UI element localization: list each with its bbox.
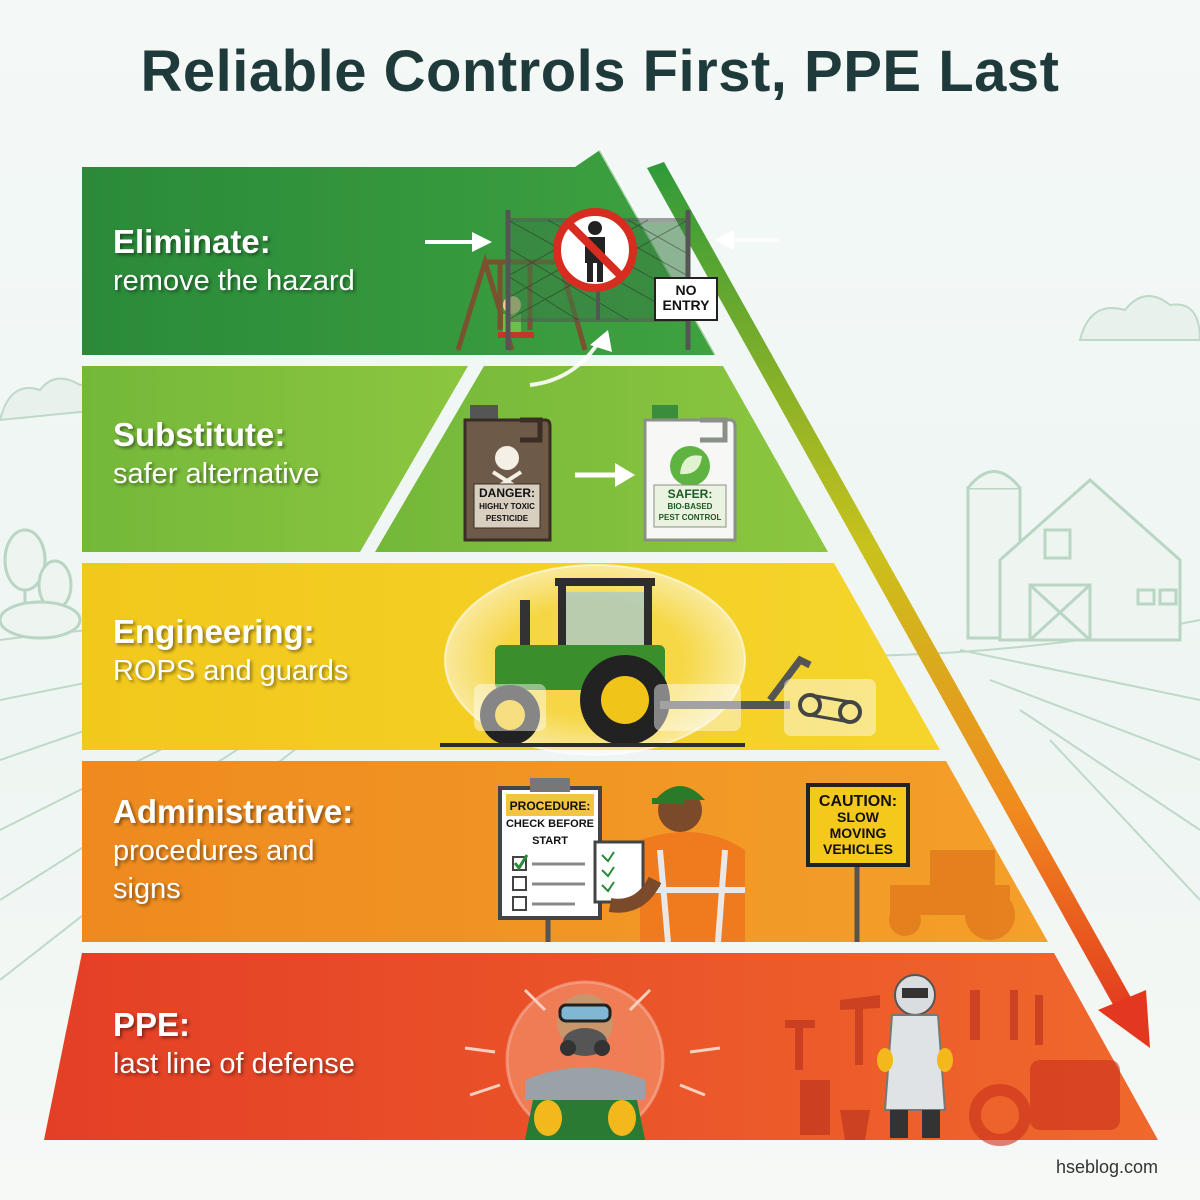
worker-icon	[593, 786, 745, 943]
sign-text-line: CHECK BEFORE	[506, 818, 594, 830]
no-entry-person-icon	[553, 208, 637, 292]
priority-arrow	[647, 162, 1150, 1048]
tier-description: ROPS and guards	[113, 655, 349, 687]
arrow-left-icon	[714, 230, 734, 250]
arrow-right-icon	[615, 463, 635, 487]
sign-text-line: PROCEDURE:	[510, 799, 591, 813]
safer-jug-icon: SAFER:BIO-BASED PEST CONTROL	[643, 405, 737, 542]
ppe-illustration	[464, 974, 1120, 1146]
clipboard-icon: PROCEDURE: CHECK BEFORE START	[498, 778, 602, 942]
sign-text-line: SLOW	[837, 809, 880, 825]
tier-description: safer alternative	[113, 458, 320, 490]
sign-text-line: VEHICLES	[823, 841, 893, 857]
farm-background	[0, 295, 1200, 981]
tier-ppe-label: PPE: last line of defense	[113, 1005, 355, 1083]
tier-heading: Substitute:	[113, 416, 286, 453]
tier-administrative-label: Administrative: procedures and signs	[113, 792, 353, 908]
tier-description: remove the hazard	[113, 265, 355, 297]
page-title: Reliable Controls First, PPE Last	[140, 39, 1060, 104]
hazmat-suit-icon	[877, 974, 953, 1138]
tier-engineering-label: Engineering: ROPS and guards	[113, 612, 348, 690]
sign-text-line: PESTICIDE	[486, 514, 529, 523]
tier-heading: Engineering:	[113, 613, 315, 650]
sign-text-line: DANGER:	[479, 486, 535, 500]
sign-text-line: MOVING	[830, 825, 887, 841]
leaf-icon	[680, 455, 702, 475]
tier-description: procedures and	[113, 835, 315, 867]
tier-eliminate-label: Eliminate: remove the hazard	[113, 222, 355, 300]
sign-text-line: SAFER:	[668, 487, 713, 501]
tier-heading: PPE:	[113, 1006, 191, 1043]
sign-text-line: NO	[676, 282, 697, 298]
sign-text-line: CAUTION:	[819, 793, 897, 810]
substitute-illustration: DANGER: HIGHLY TOXIC PESTICIDE SAFER:BIO-B…	[463, 405, 737, 542]
tree-icons	[0, 528, 82, 640]
sign-text-line: PEST CONTROL	[659, 513, 722, 522]
barn-icon	[966, 470, 1182, 642]
toxic-jug-icon: DANGER: HIGHLY TOXIC PESTICIDE	[463, 405, 552, 542]
sign-text-line: ENTRY	[663, 297, 711, 313]
tier-description: signs	[113, 873, 181, 905]
tier-heading: Eliminate:	[113, 223, 271, 260]
administrative-illustration: PROCEDURE: CHECK BEFORE START CAUTION:SLOW…	[498, 778, 1015, 943]
tractor-silhouette-icon	[889, 850, 1015, 940]
pto-guard-icon	[654, 655, 876, 736]
tools-icon	[785, 990, 1043, 1140]
sign-text-line: BIO-BASED	[668, 502, 713, 511]
curved-arrow-icon	[590, 330, 612, 352]
tractor-icon	[480, 578, 670, 745]
sign-text-line: START	[532, 835, 568, 847]
tier-description: last line of defense	[113, 1048, 355, 1080]
tier-substitute-band	[82, 366, 468, 552]
site-credit: hseblog.com	[1055, 1157, 1158, 1177]
tier-substitute-label: Substitute: safer alternative	[113, 415, 319, 493]
worker-respirator-icon	[525, 994, 645, 1140]
red-tractor-silhouette-icon	[969, 1060, 1120, 1146]
arrow-right-icon	[472, 232, 492, 252]
tier-heading: Administrative:	[113, 793, 354, 830]
engineering-illustration	[440, 564, 876, 756]
sign-text-line: HIGHLY TOXIC	[479, 502, 535, 511]
